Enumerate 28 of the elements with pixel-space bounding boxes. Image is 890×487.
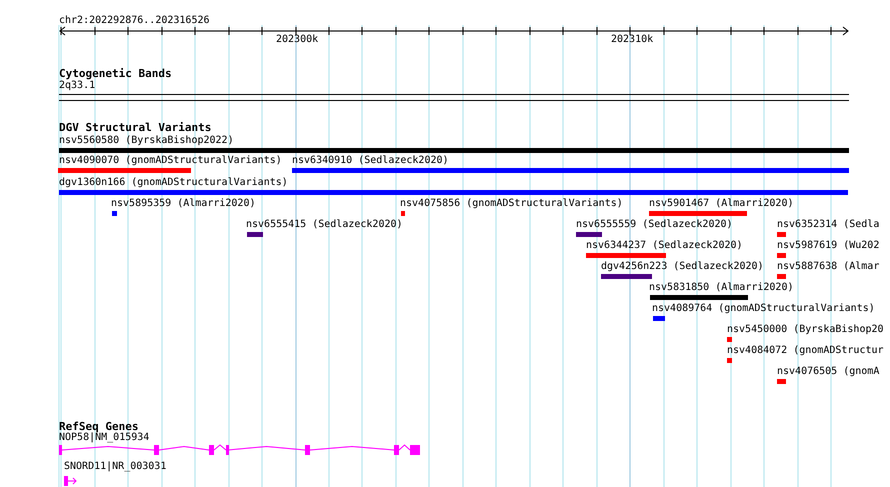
feature-label: nsv5450000 (ByrskaBishop20 [727,324,884,336]
track-title: DGV Structural Variants [59,122,212,134]
cytoband-label: 2q33.1 [59,80,96,92]
feature-label: nsv4075856 (gnomADStructuralVariants) [400,198,623,210]
feature-label: nsv4090070 (gnomADStructuralVariants) [59,155,282,167]
feature-label: nsv6340910 (Sedlazeck2020) [292,155,450,167]
feature-label: nsv4089764 (gnomADStructuralVariants) [652,303,875,315]
feature-label: dgv4256n223 (Sedlazeck2020) [601,261,764,273]
feature-label: nsv5901467 (Almarri2020) [649,198,794,210]
scale-tick-label: 202300k [276,34,318,46]
feature-label: dgv1360n166 (gnomADStructuralVariants) [59,177,289,189]
feature-label: nsv4084072 (gnomADStructur [727,345,884,357]
feature-label: nsv5895359 (Almarri2020) [111,198,256,210]
coordinate-range-label: chr2:202292876..202316526 [59,15,210,27]
scale-tick-label: 202310k [611,34,654,46]
feature-label: nsv6352314 (Sedla [777,219,880,231]
track-title: RefSeq Genes [59,421,138,433]
track-title: Cytogenetic Bands [59,68,172,80]
feature-label: nsv5560580 (ByrskaBishop2022) [59,135,235,147]
feature-label: nsv6555415 (Sedlazeck2020) [246,219,403,231]
feature-label: nsv5887638 (Almar [777,261,880,273]
feature-label: nsv4076505 (gnomA [777,366,880,378]
feature-label: nsv5987619 (Wu202 [777,240,880,252]
feature-label: NOP58|NM_015934 [59,432,150,444]
feature-label: nsv6555559 (Sedlazeck2020) [576,219,733,231]
feature-label: SNORD11|NR_003031 [64,461,166,473]
feature-label: nsv6344237 (Sedlazeck2020) [586,240,743,252]
feature-label: nsv5831850 (Almarri2020) [649,282,794,294]
